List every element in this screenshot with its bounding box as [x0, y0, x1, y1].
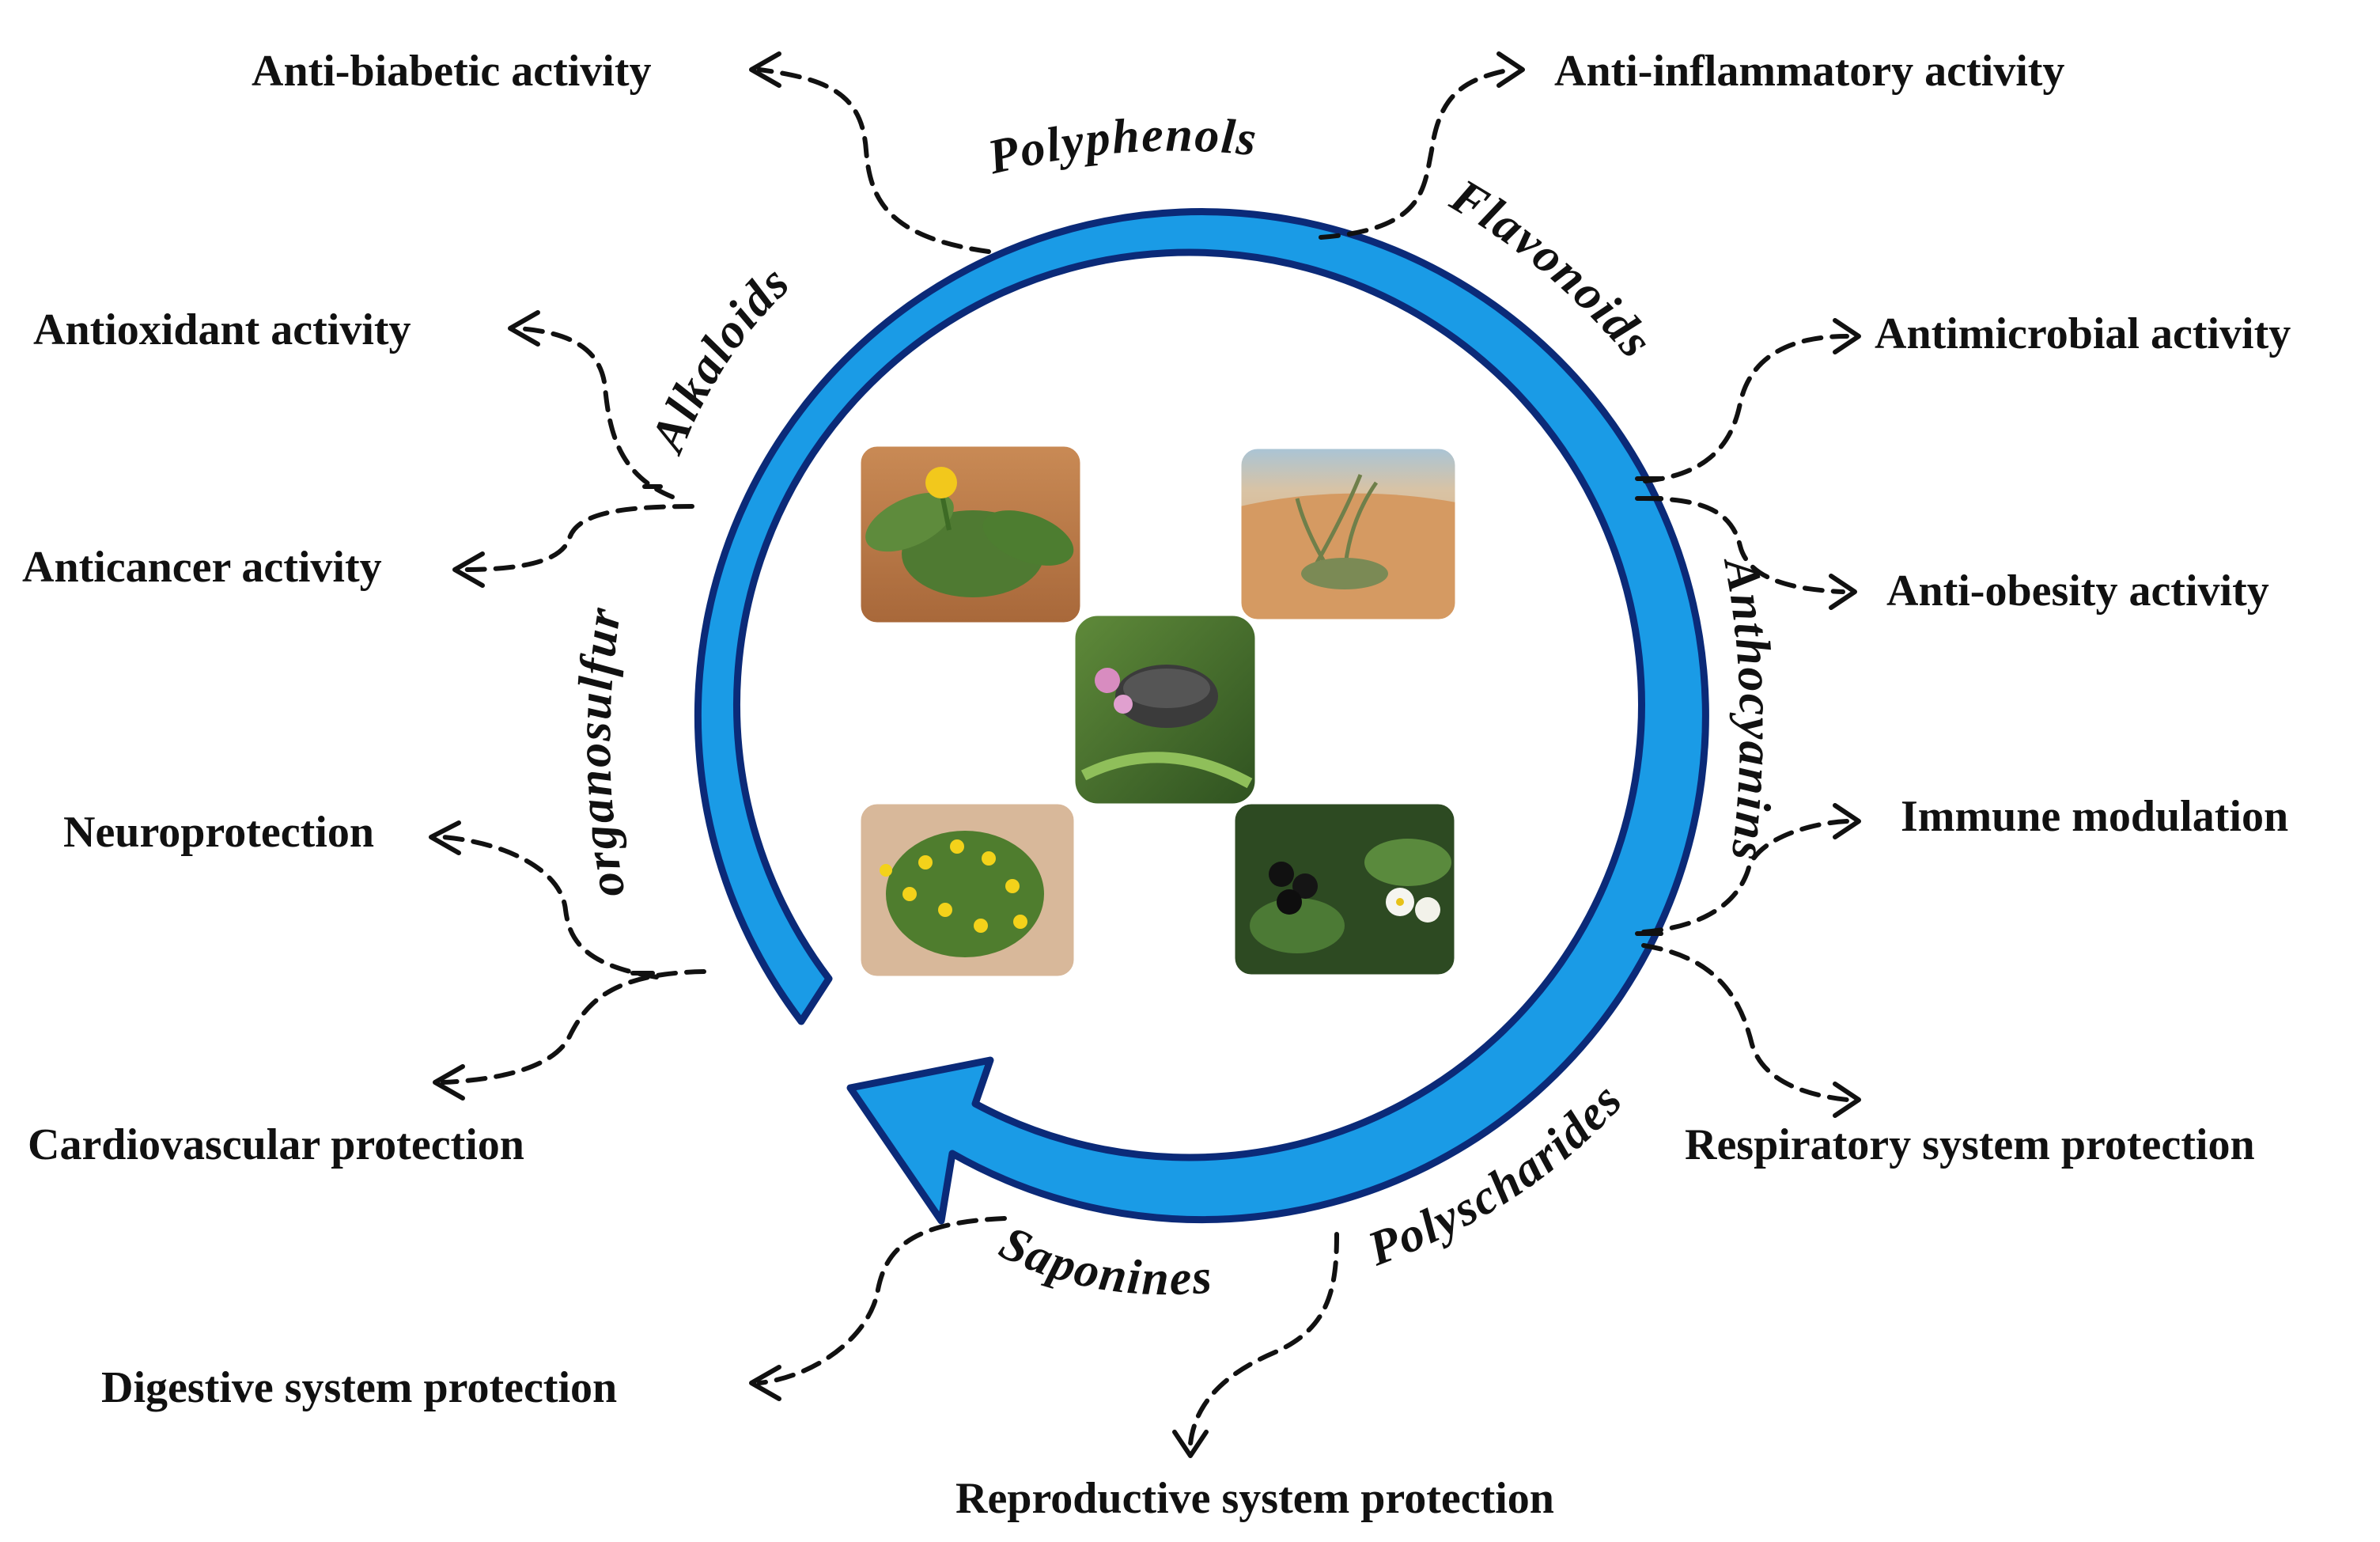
label-cardiovascular-protection: Cardiovascular protection: [28, 1120, 524, 1169]
arrowhead-antimicrobial: [1833, 318, 1861, 354]
photo-nightshade-berries: [1232, 801, 1457, 977]
label-polyphenols: Polyphenols: [982, 108, 1261, 184]
arrowhead-cardiovascular: [433, 1064, 465, 1101]
label-antioxidant-activity: Antioxidant activity: [33, 305, 411, 354]
connector-anticancer: [460, 504, 694, 572]
arrowhead-reproductive: [1172, 1430, 1209, 1458]
connector-anti-inflammatory: [1319, 67, 1513, 240]
cycle-arrow: [694, 208, 1709, 1225]
connectors: [429, 51, 1861, 1458]
connector-digestive: [757, 1216, 1007, 1385]
label-alkaloids: Alkaloids: [639, 255, 800, 462]
connector-antioxidant: [516, 326, 675, 499]
label-neuroprotection: Neuroprotection: [63, 808, 374, 857]
label-immune-modulation: Immune modulation: [1901, 792, 2288, 841]
arrowhead-anti-inflammatory: [1496, 51, 1525, 88]
arrowhead-digestive: [749, 1365, 781, 1401]
label-saponines: Saponines: [992, 1216, 1215, 1306]
label-digestive-system-protection: Digestive system protection: [101, 1363, 617, 1412]
photo-desert-grass: [1239, 446, 1458, 622]
cycle-arrow-ring: [694, 208, 1709, 1225]
label-anti-obesity-activity: Anti-obesity activity: [1886, 566, 2269, 616]
connector-neuroprotection: [441, 835, 659, 979]
label-anti-diabetic-activity: Anti-biabetic activity: [252, 47, 651, 96]
arrowhead-immune: [1833, 803, 1861, 839]
label-antimicrobial-activity: Antimicrobial activity: [1875, 309, 2291, 358]
photo-yellow-flower-bush: [858, 801, 1076, 979]
label-anthocyanins: Anthocyanins: [1713, 551, 1783, 866]
arrowhead-anti-obesity: [1829, 574, 1857, 610]
arrowhead-neuroprotection: [429, 820, 461, 855]
connector-respiratory: [1641, 943, 1849, 1102]
photo-dandelion: [858, 444, 1083, 625]
label-respiratory-system-protection: Respiratory system protection: [1685, 1120, 2255, 1169]
arrowhead-antioxidant: [508, 310, 540, 347]
photo-mortar-herbs: [1073, 613, 1258, 806]
connector-anti-obesity: [1641, 496, 1845, 594]
label-anti-inflammatory-activity: Anti-inflammatory activity: [1554, 47, 2064, 96]
connector-anti-diabetic: [757, 67, 991, 254]
connector-cardiovascular: [441, 969, 706, 1085]
connector-reproductive: [1188, 1232, 1339, 1446]
connector-antimicrobial: [1643, 334, 1849, 483]
arrowhead-respiratory: [1833, 1082, 1861, 1118]
label-reproductive-system-protection: Reproductive system protection: [955, 1474, 1554, 1523]
label-organosulfur: organosulfur: [567, 603, 636, 901]
arrowhead-anti-diabetic: [749, 51, 781, 88]
activity-labels: Anti-biabetic activity Anti-inflammatory…: [22, 47, 2291, 1523]
tick-mark-right-top: [1635, 476, 1663, 501]
label-anticancer-activity: Anticancer activity: [22, 543, 382, 592]
arrowhead-anticancer: [452, 551, 485, 588]
connector-immune: [1641, 819, 1849, 934]
